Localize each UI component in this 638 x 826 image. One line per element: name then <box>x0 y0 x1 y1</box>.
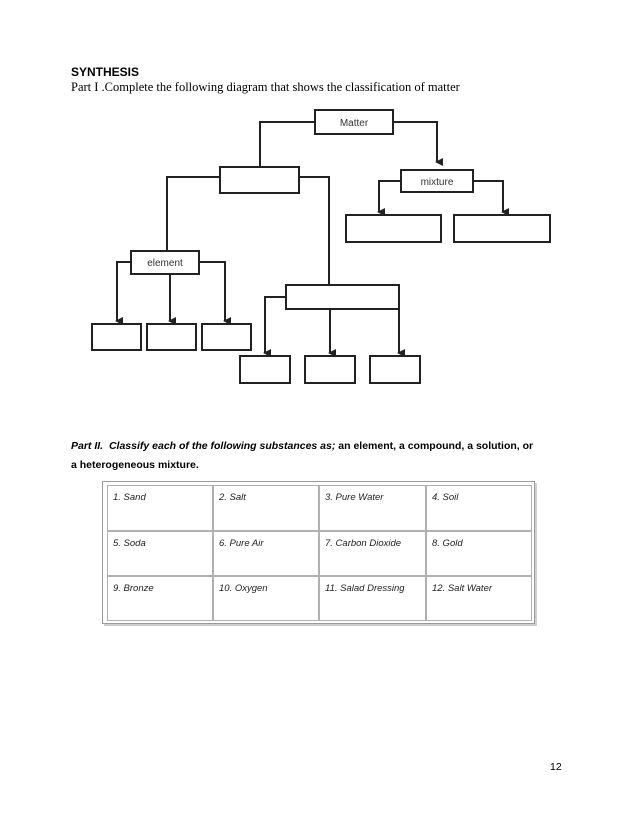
table-cell: 5. Soda <box>107 531 213 576</box>
blank-box-element-1 <box>91 323 142 351</box>
mixture-label: mixture <box>421 177 454 188</box>
blank-box-mixture-1 <box>345 214 442 243</box>
table-cell: 10. Oxygen <box>213 576 319 621</box>
table-cell: 7. Carbon Dioxide <box>319 531 426 576</box>
element-label: element <box>147 258 183 269</box>
table-cell: 2. Salt <box>213 485 319 531</box>
matter-box <box>314 109 394 135</box>
connector-to-element <box>166 176 220 250</box>
blank-box-element-2 <box>146 323 197 351</box>
connector-mixture-left <box>377 180 401 216</box>
blank-box-compound <box>285 284 400 310</box>
blank-box-pure-substance <box>219 166 300 194</box>
connector-compound-left <box>263 296 286 357</box>
table-cell: 6. Pure Air <box>213 531 319 576</box>
section-heading: SYNTHESIS <box>71 65 140 79</box>
connector-matter-left <box>259 121 315 167</box>
connector-element-left <box>115 261 131 325</box>
table-cell: 12. Salt Water <box>426 576 532 621</box>
page-number: 12 <box>550 761 562 773</box>
table-cell: 1. Sand <box>107 485 213 531</box>
blank-box-compound-2 <box>304 355 356 384</box>
connector-element-right <box>199 261 231 325</box>
table-cell: 9. Bronze <box>107 576 213 621</box>
part2-instruction-rest: an element, a compound, a solution, or a… <box>71 440 534 471</box>
table-cell: 11. Salad Dressing <box>319 576 426 621</box>
matter-label: Matter <box>340 118 369 129</box>
table-cell: 3. Pure Water <box>319 485 426 531</box>
part1-instruction: Part I .Complete the following diagram t… <box>71 80 460 94</box>
connector-matter-mixture <box>393 121 443 166</box>
part2-instruction-italic: Classify each of the following substance… <box>108 440 336 452</box>
part2-instruction: Part II. Classify each of the following … <box>71 437 541 475</box>
matter-classification-diagram: Matter mixture element <box>91 109 551 384</box>
blank-box-mixture-2 <box>453 214 551 243</box>
connector-mixture-right <box>473 180 509 216</box>
substances-table: 1. Sand 2. Salt 3. Pure Water 4. Soil 5.… <box>102 481 535 624</box>
blank-box-compound-1 <box>239 355 291 384</box>
part2-label: Part II. <box>71 440 104 452</box>
blank-box-element-3 <box>201 323 252 351</box>
table-cell: 8. Gold <box>426 531 532 576</box>
connector-to-compound <box>299 176 330 284</box>
blank-box-compound-3 <box>369 355 421 384</box>
table-cell: 4. Soil <box>426 485 532 531</box>
